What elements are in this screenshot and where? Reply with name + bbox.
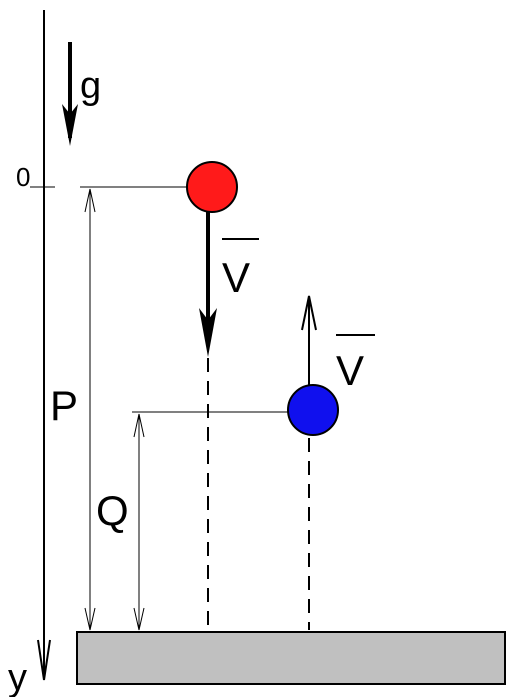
p-arrowhead-bottom (84, 607, 96, 631)
height-p-label: P (50, 382, 78, 429)
origin-label: 0 (16, 162, 30, 192)
red-ball (186, 161, 238, 213)
p-arrowhead-top (84, 188, 96, 213)
blue-velocity-label: V (336, 347, 364, 394)
q-arrowhead-top (133, 413, 145, 438)
axis-y-label: y (8, 657, 27, 697)
q-arrowhead-bottom (133, 607, 145, 631)
red-velocity-label: V (222, 254, 250, 301)
y-axis-arrowhead (37, 639, 51, 681)
blue-velocity-arrowhead (301, 295, 317, 331)
blue-ball (287, 384, 339, 436)
red-velocity-arrowhead (199, 308, 217, 357)
ground-block (76, 631, 506, 685)
gravity-arrowhead (62, 104, 78, 146)
gravity-label: g (80, 65, 101, 107)
height-q-label: Q (96, 487, 129, 534)
